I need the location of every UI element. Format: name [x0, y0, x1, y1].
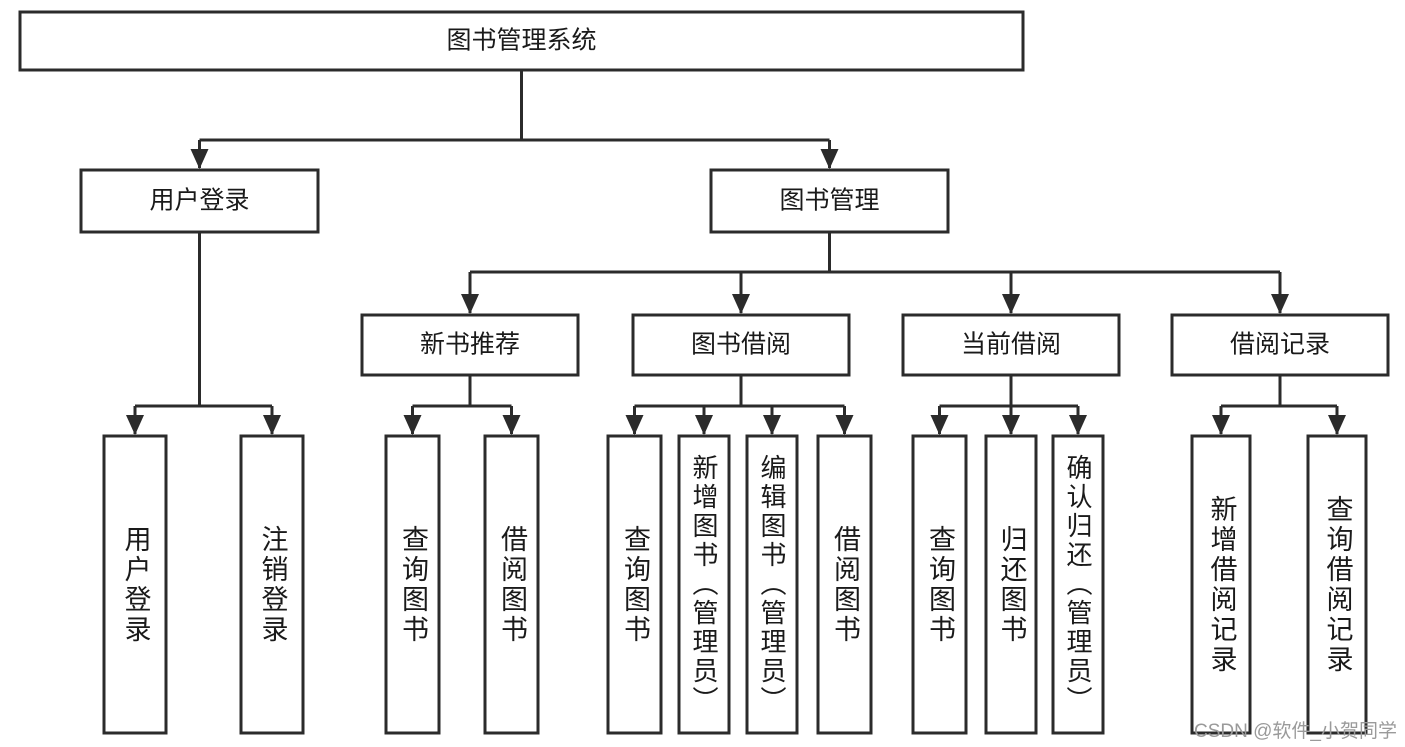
node-leaf-10-box[interactable]	[1051, 434, 1105, 735]
node-leaf-0[interactable]	[102, 434, 168, 735]
arrow-head-icon	[1271, 294, 1289, 314]
node-level3-2-box[interactable]	[901, 313, 1121, 377]
node-level3-1-label: 图书借阅	[691, 331, 791, 359]
node-level3-2[interactable]: 当前借阅	[901, 313, 1121, 377]
arrow-head-icon	[403, 415, 422, 435]
node-level3-3[interactable]: 借阅记录	[1170, 313, 1390, 377]
node-level3-3-label: 借阅记录	[1230, 331, 1330, 359]
node-leaf-5-box[interactable]	[677, 434, 731, 735]
node-level3-2-label: 当前借阅	[961, 331, 1061, 359]
connectors-layer	[126, 70, 1346, 435]
node-level2-1[interactable]: 图书管理	[709, 168, 950, 234]
node-leaf-1-box[interactable]	[239, 434, 305, 735]
arrow-head-icon	[695, 415, 713, 435]
arrow-head-icon	[732, 294, 750, 314]
arrow-head-icon	[461, 294, 479, 314]
node-level2-0-label: 用户登录	[149, 187, 249, 215]
node-leaf-10[interactable]	[1051, 434, 1105, 735]
node-level3-0-box[interactable]	[360, 313, 580, 377]
node-leaf-5[interactable]	[677, 434, 731, 735]
node-leaf-6[interactable]	[745, 434, 799, 735]
node-leaf-2[interactable]	[384, 434, 441, 735]
arrow-head-icon	[1002, 294, 1020, 314]
node-level3-0[interactable]: 新书推荐	[360, 313, 580, 377]
node-level2-1-box[interactable]	[709, 168, 950, 234]
node-leaf-1[interactable]	[239, 434, 305, 735]
node-leaf-12[interactable]	[1306, 434, 1368, 735]
arrow-head-icon	[763, 415, 781, 435]
node-leaf-12-box[interactable]	[1306, 434, 1368, 735]
arrow-head-icon	[502, 415, 521, 435]
node-root-system-label: 图书管理系统	[446, 27, 596, 55]
node-leaf-9[interactable]	[984, 434, 1038, 735]
node-level3-1-box[interactable]	[631, 313, 851, 377]
node-leaf-4-box[interactable]	[606, 434, 663, 735]
node-leaf-3[interactable]	[483, 434, 540, 735]
arrow-head-icon	[126, 415, 144, 435]
node-leaf-2-box[interactable]	[384, 434, 441, 735]
node-level2-0-box[interactable]	[79, 168, 320, 234]
node-leaf-11-box[interactable]	[1190, 434, 1252, 735]
node-level3-1[interactable]: 图书借阅	[631, 313, 851, 377]
node-leaf-8[interactable]	[911, 434, 968, 735]
arrow-head-icon	[930, 415, 949, 435]
arrow-head-icon	[625, 415, 644, 435]
arrow-head-icon	[1328, 415, 1346, 435]
node-level3-3-box[interactable]	[1170, 313, 1390, 377]
node-leaf-6-box[interactable]	[745, 434, 799, 735]
node-level2-0[interactable]: 用户登录	[79, 168, 320, 234]
node-leaf-9-box[interactable]	[984, 434, 1038, 735]
node-leaf-0-box[interactable]	[102, 434, 168, 735]
node-leaf-4[interactable]	[606, 434, 663, 735]
arrow-head-icon	[1002, 415, 1020, 435]
node-leaf-7-box[interactable]	[816, 434, 873, 735]
node-leaf-3-box[interactable]	[483, 434, 540, 735]
arrow-head-icon	[1069, 415, 1087, 435]
node-root-system-box[interactable]	[18, 10, 1025, 72]
arrow-head-icon	[190, 149, 209, 169]
arrow-head-icon	[263, 415, 281, 435]
arrow-head-icon	[820, 149, 839, 169]
node-level3-0-label: 新书推荐	[420, 331, 520, 359]
node-leaf-8-box[interactable]	[911, 434, 968, 735]
arrow-head-icon	[835, 415, 854, 435]
arrow-head-icon	[1212, 415, 1230, 435]
node-level2-1-label: 图书管理	[779, 187, 879, 215]
node-leaf-7[interactable]	[816, 434, 873, 735]
node-leaf-11[interactable]	[1190, 434, 1252, 735]
node-root-system[interactable]: 图书管理系统	[18, 10, 1025, 72]
